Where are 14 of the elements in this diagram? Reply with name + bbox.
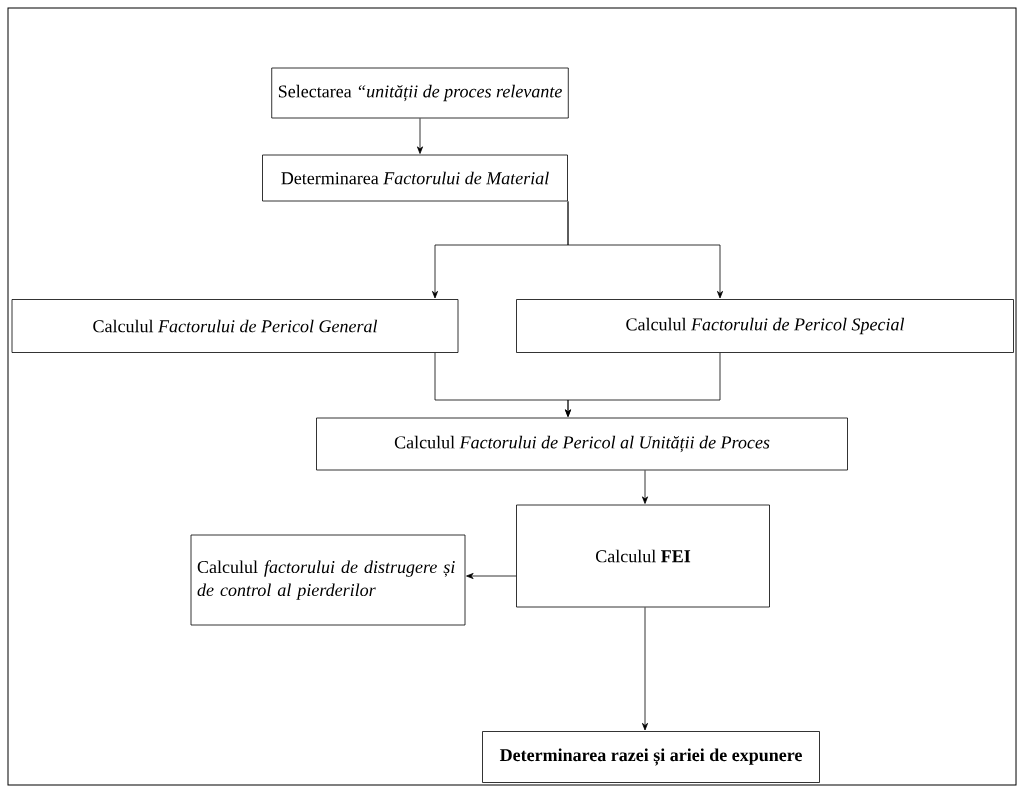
process-box: Selectarea “unității de proces relevante [271, 67, 569, 119]
arrow [466, 573, 517, 579]
process-box: Determinarea Factorului de Material [262, 154, 568, 202]
arrow [642, 607, 648, 731]
arrow [567, 201, 723, 299]
arrow [642, 470, 648, 504]
arrow [417, 118, 423, 154]
process-box: Calculul Factorului de Pericol al Unității de Proces [316, 417, 848, 471]
arrow [565, 352, 721, 417]
process-box: Calculul Factorului de Pericol Special [516, 299, 1014, 353]
process-box: Calculul Factorului de Pericol General [11, 299, 459, 353]
process-box: Calculul FEI [516, 504, 770, 608]
process-box: Calculul factorului de distrugere și de control al pierderilor [190, 534, 466, 626]
process-box: Determinarea razei și ariei de expunere [482, 731, 820, 783]
